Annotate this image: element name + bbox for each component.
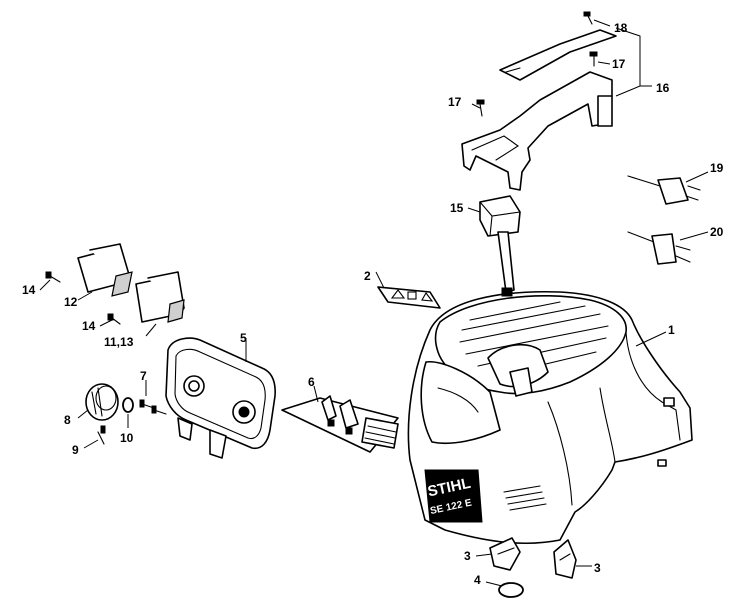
leader-lines xyxy=(39,19,709,587)
part-4-o-ring xyxy=(498,582,524,598)
callout-17-right: 17 xyxy=(612,57,626,71)
part-19-power-plug xyxy=(627,175,701,205)
callout-20: 20 xyxy=(710,225,724,239)
part-15-sensor xyxy=(479,195,521,297)
callout-3-left: 3 xyxy=(464,549,471,563)
callout-11-13: 11,13 xyxy=(104,335,134,349)
part-5-control-panel xyxy=(165,337,276,459)
callout-12: 12 xyxy=(64,295,78,309)
callout-16: 16 xyxy=(656,81,670,95)
callout-8: 8 xyxy=(64,413,71,427)
part-1-housing: STIHL SE 122 E xyxy=(407,290,693,545)
callout-3-right: 3 xyxy=(594,561,601,575)
callout-7: 7 xyxy=(140,369,147,383)
part-6-circuit-board xyxy=(281,395,399,453)
part-11-13-filter xyxy=(135,271,185,323)
callout-15: 15 xyxy=(450,201,464,215)
callout-9: 9 xyxy=(72,443,79,457)
part-8-knob xyxy=(85,383,119,421)
callout-10: 10 xyxy=(120,431,134,445)
callout-1: 1 xyxy=(668,323,675,337)
part-12-filter-cover xyxy=(77,243,133,297)
part-17-screw-left xyxy=(476,99,485,117)
callout-14-upper: 14 xyxy=(22,283,36,297)
callout-4: 4 xyxy=(474,573,481,587)
callout-17-left: 17 xyxy=(448,95,462,109)
callout-5: 5 xyxy=(240,331,247,345)
part-18-screw xyxy=(583,11,593,25)
part-14-screw-upper xyxy=(45,271,61,283)
part-2-warning-label xyxy=(377,286,441,309)
callout-2: 2 xyxy=(364,269,371,283)
part-16-handle xyxy=(461,29,617,191)
part-20-power-plug xyxy=(627,231,691,265)
part-3-clip-left xyxy=(489,537,521,571)
callout-19: 19 xyxy=(710,161,724,175)
part-14-screw-lower xyxy=(107,313,121,325)
callout-18: 18 xyxy=(614,21,628,35)
part-7-screws xyxy=(139,399,167,415)
callout-6: 6 xyxy=(308,375,315,389)
part-9-screw xyxy=(97,425,106,445)
part-17-screw-right xyxy=(589,51,598,67)
callouts: 1 2 3 3 4 5 6 7 8 9 10 11,13 12 14 14 15… xyxy=(22,21,724,587)
part-10-washer xyxy=(122,397,134,413)
part-3-clip-right xyxy=(553,539,577,579)
callout-14-lower: 14 xyxy=(82,319,96,333)
